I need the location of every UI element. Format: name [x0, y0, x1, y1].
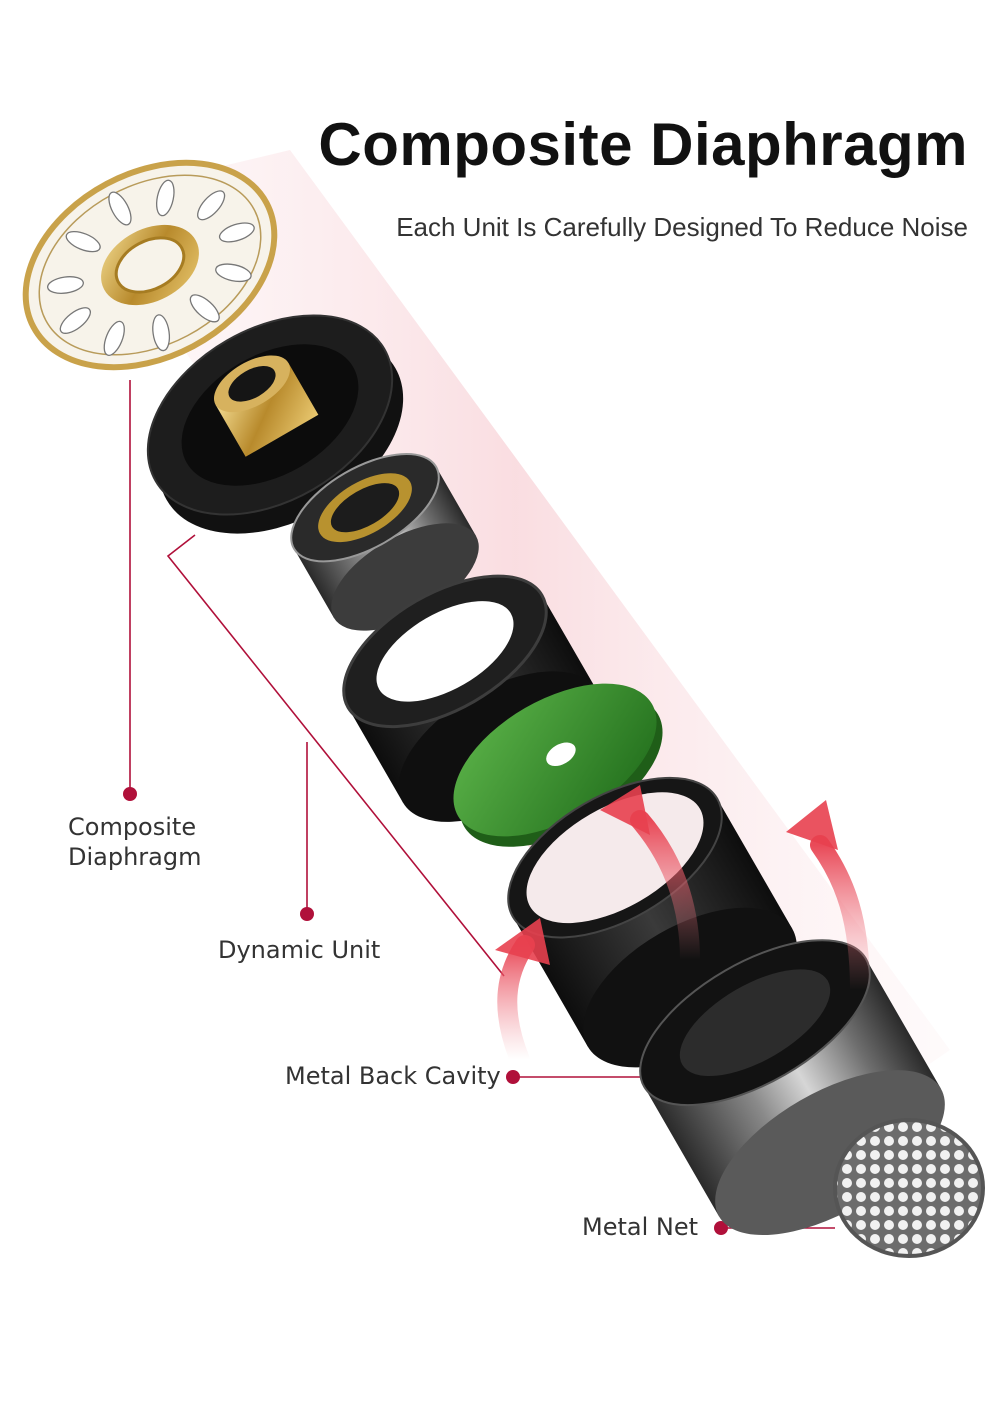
callout-metal-net: Metal Net [582, 1213, 699, 1241]
diaphragm-icon [22, 159, 278, 371]
front-cylinder-icon [507, 776, 797, 1068]
callout-dynamic-unit: Dynamic Unit [218, 936, 381, 964]
callout-composite-diaphragm: Composite Diaphragm [68, 812, 202, 872]
page-title: Composite Diaphragm [318, 111, 968, 178]
page-subtitle: Each Unit Is Carefully Designed To Reduc… [396, 212, 968, 242]
airflow-arrow-icon [495, 785, 870, 1070]
cavity-cylinder-icon [639, 939, 945, 1236]
spacer-ring-icon [290, 453, 479, 631]
callout-composite-diaphragm-line2: Diaphragm [68, 843, 202, 871]
metal-net-icon [833, 1118, 985, 1258]
callout-dots [123, 787, 728, 1235]
callout-composite-diaphragm-line1: Composite [68, 813, 197, 841]
callout-metal-back-cavity: Metal Back Cavity [285, 1062, 501, 1090]
